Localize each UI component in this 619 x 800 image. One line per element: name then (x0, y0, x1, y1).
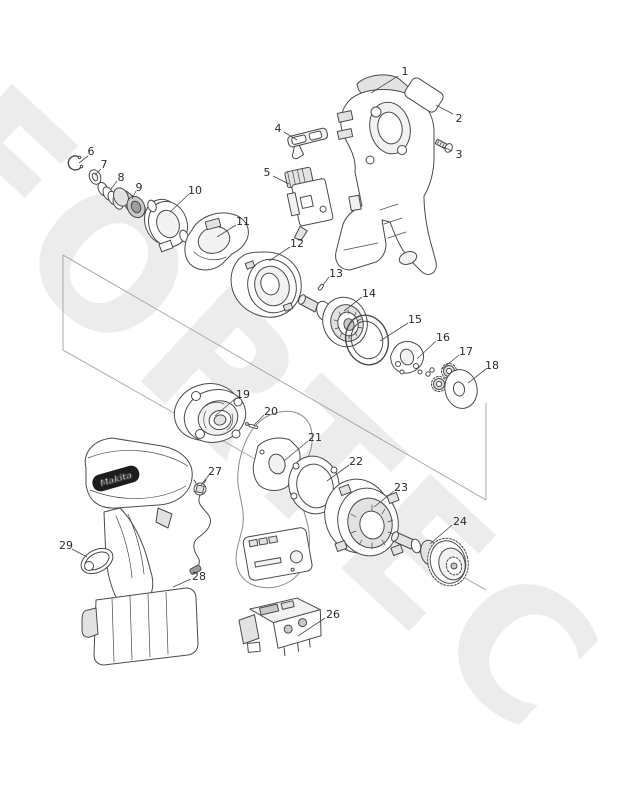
leader-line-10 (169, 193, 190, 213)
leader-line-23 (373, 490, 395, 508)
leader-line-26 (297, 617, 326, 637)
part-4-slide-button (287, 127, 329, 160)
part-23-stator (324, 478, 404, 557)
part-3-screw (434, 138, 453, 153)
leader-line-28 (172, 578, 192, 588)
leader-line-16 (416, 340, 437, 360)
leader-line-15 (379, 322, 409, 342)
leader-line-12 (268, 246, 291, 262)
part-24-rotor (391, 531, 469, 587)
callout-number-17: 17 (459, 345, 473, 358)
leader-line-19 (214, 397, 237, 417)
leader-line-29 (71, 548, 88, 558)
leader-line-22 (326, 464, 350, 482)
part-9-bushing (113, 187, 146, 219)
callout-number-7: 7 (101, 158, 108, 171)
part-5-switch (284, 166, 334, 241)
leader-line-20 (253, 414, 265, 426)
callout-number-26: 26 (326, 608, 340, 621)
leader-line-5 (272, 175, 290, 185)
callout-number-29: 29 (59, 539, 73, 552)
part-29-cap (80, 547, 114, 575)
callout-number-18: 18 (485, 359, 499, 372)
leader-line-4 (283, 131, 298, 141)
callout-number-9: 9 (136, 181, 143, 194)
part-15-o-ring (344, 314, 390, 366)
callout-number-13: 13 (329, 267, 343, 280)
callout-number-19: 19 (236, 388, 250, 401)
callout-number-10: 10 (188, 184, 202, 197)
leader-line-21 (283, 440, 309, 462)
callout-number-3: 3 (456, 148, 463, 161)
callout-number-8: 8 (118, 171, 125, 184)
part-22-insulator-ring (288, 455, 340, 515)
callout-number-20: 20 (264, 405, 278, 418)
part-16-spindle-plate (390, 340, 435, 377)
callout-number-23: 23 (394, 481, 408, 494)
callout-number-24: 24 (453, 515, 467, 528)
leader-line-9 (131, 190, 137, 200)
leader-line-14 (343, 296, 363, 312)
callout-number-11: 11 (236, 215, 250, 228)
callout-number-27: 27 (208, 465, 222, 478)
leader-line-17 (441, 354, 460, 370)
part-28-housing-with-battery: Makita (81, 437, 199, 666)
part-20-pin (245, 422, 259, 430)
callout-number-2: 2 (456, 112, 463, 125)
leader-line-24 (429, 524, 453, 545)
callout-number-16: 16 (436, 331, 450, 344)
leader-line-7 (94, 168, 102, 176)
leader-line-8 (110, 180, 118, 190)
leader-line-18 (467, 368, 487, 384)
callout-number-1: 1 (402, 65, 409, 78)
section-line-1 (62, 254, 487, 501)
leader-line-2 (435, 104, 454, 115)
part-2-nameplate (404, 77, 444, 113)
callout-number-22: 22 (349, 455, 363, 468)
part-18-flat-washer (444, 369, 478, 409)
callout-number-12: 12 (290, 237, 304, 250)
callout-number-6: 6 (88, 145, 95, 158)
callout-number-28: 28 (192, 570, 206, 583)
part-26-terminal-block (238, 597, 322, 657)
callout-number-4: 4 (275, 122, 282, 135)
callout-number-5: 5 (264, 166, 271, 179)
part-10-bumper-ring (143, 198, 189, 253)
part-27-led-lamp (189, 479, 211, 575)
leader-line-11 (216, 224, 237, 238)
leader-line-1 (370, 75, 399, 94)
part-21-controller-assembly (235, 410, 313, 589)
part-7-washer (88, 169, 102, 185)
callout-number-14: 14 (362, 287, 376, 300)
part-14-hammer-assembly (298, 294, 368, 348)
leader-line-27 (200, 474, 210, 486)
callout-number-21: 21 (308, 431, 322, 444)
leader-line-13 (322, 276, 330, 286)
part-1-motor-housing (335, 74, 437, 275)
callout-number-15: 15 (408, 313, 422, 326)
leader-line-6 (78, 155, 89, 164)
leader-line-3 (442, 146, 453, 152)
part-12-hammer-case (230, 251, 302, 318)
part-6-snap-ring (67, 155, 84, 171)
